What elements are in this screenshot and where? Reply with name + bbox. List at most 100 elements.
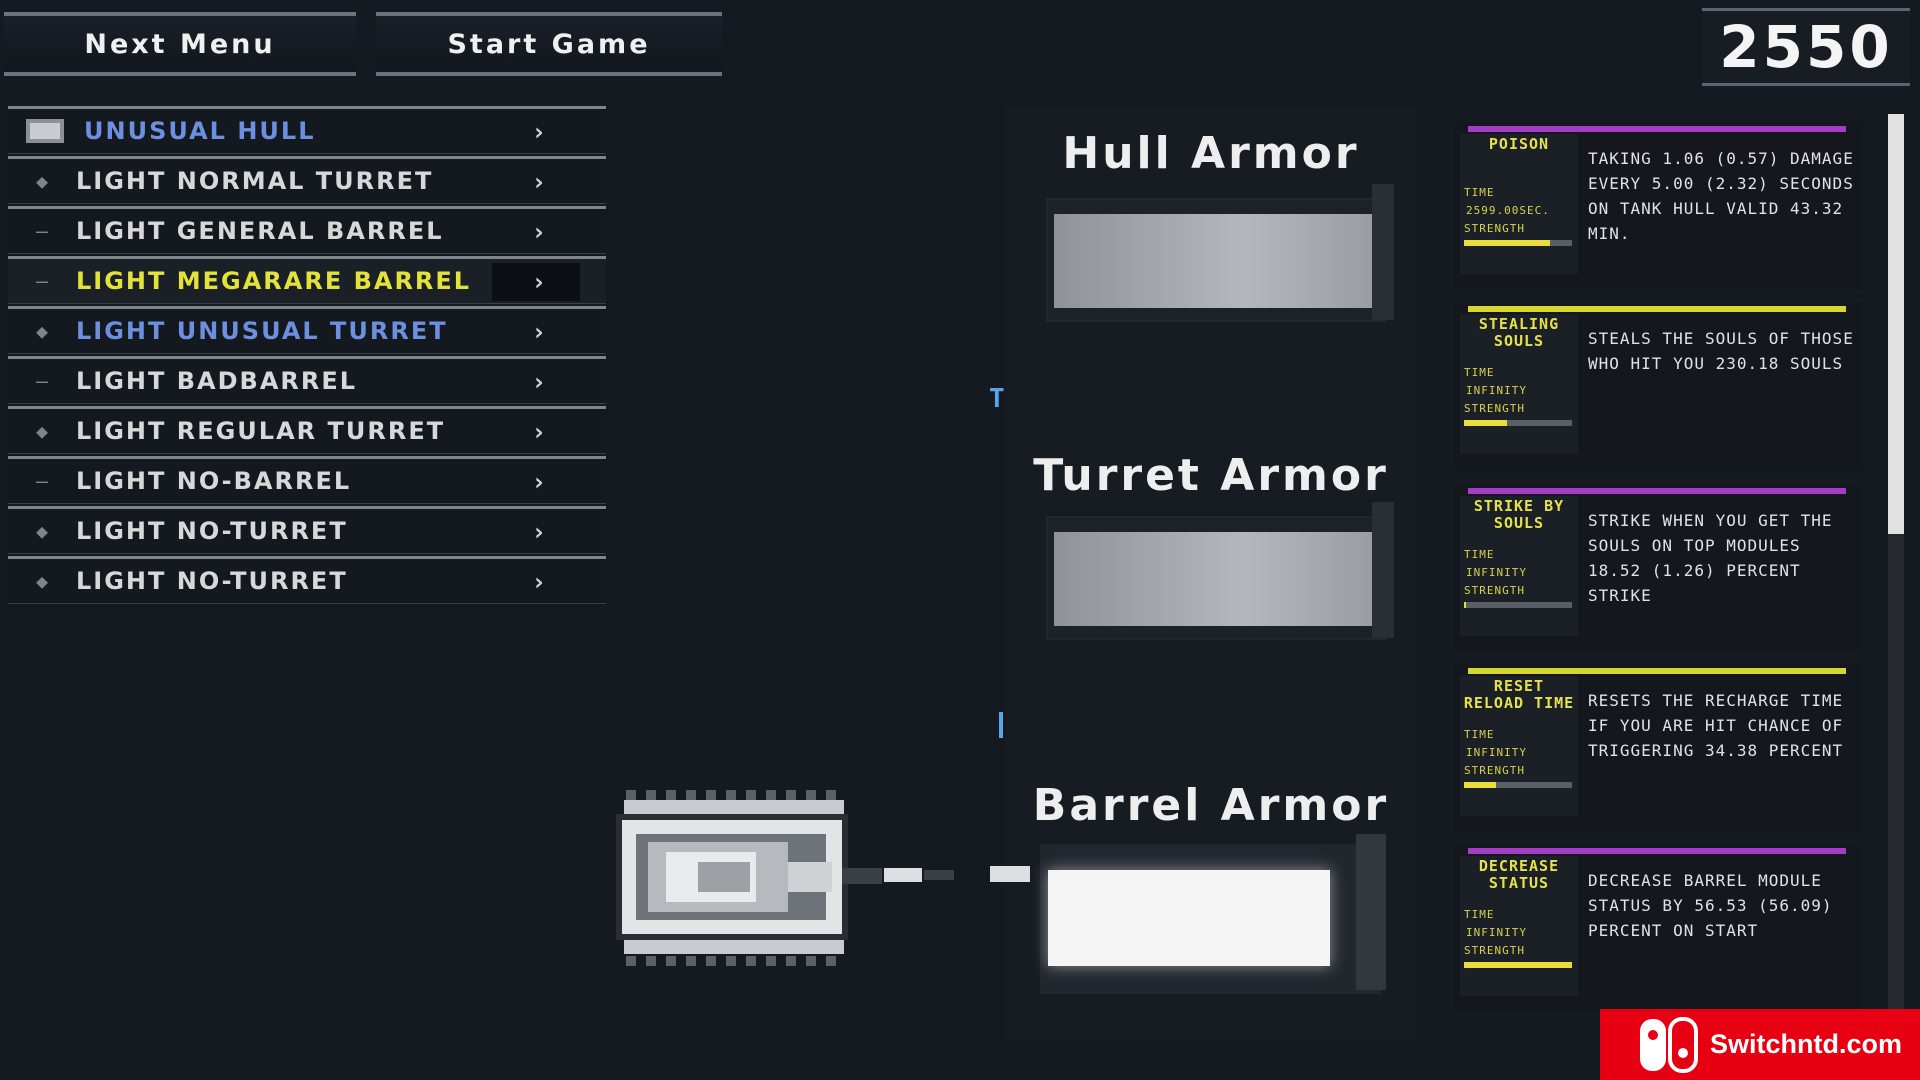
effect-time-value: Infinity <box>1466 384 1527 397</box>
module-item[interactable]: —Light Megarare Barrel› <box>8 256 606 304</box>
module-label: Light No-Turret <box>76 567 348 595</box>
effect-card[interactable]: Strike By SoulsTimeInfinityStrengthStrik… <box>1454 484 1862 652</box>
effect-time-value: Infinity <box>1466 746 1527 759</box>
chevron-right-icon[interactable]: › <box>531 118 546 146</box>
module-item[interactable]: Unusual Hull › <box>8 106 606 154</box>
barrel-armor-slot[interactable] <box>1042 834 1386 992</box>
effect-strength-label: Strength <box>1464 944 1525 957</box>
module-item[interactable]: ◆ Light Unusual Turret › <box>8 306 606 354</box>
chevron-right-icon[interactable]: › <box>531 368 546 396</box>
barrel-armor-title: Barrel Armor <box>1032 780 1390 831</box>
tank-preview <box>612 790 1042 970</box>
module-label: Light Normal Turret <box>76 167 434 195</box>
effect-description: Taking 1.06 (0.57) damage every 5.00 (2.… <box>1588 149 1854 243</box>
strength-meter-fill <box>1464 962 1572 968</box>
effects-scrollbar[interactable] <box>1888 114 1904 1014</box>
hull-armor-cap <box>1372 184 1394 320</box>
effects-panel: PoisonTime2599.00sec.StrengthTaking 1.06… <box>1454 108 1864 1012</box>
turret-icon: ◆ <box>35 419 49 443</box>
effect-description: Decrease barrel module status by 56.53 (… <box>1588 871 1833 940</box>
switch-logo-icon <box>1638 1016 1698 1073</box>
turret-icon: ◆ <box>35 319 49 343</box>
hull-icon <box>26 119 64 143</box>
effect-time-value: Infinity <box>1466 566 1527 579</box>
hull-armor-slot[interactable] <box>1048 184 1394 320</box>
effect-time-label: Time <box>1464 908 1495 921</box>
effect-card[interactable]: Decrease StatusTimeInfinityStrengthDecre… <box>1454 844 1862 1012</box>
module-label: Light Badbarrel <box>76 367 358 395</box>
strength-meter <box>1464 420 1572 426</box>
module-item[interactable]: —Light No-Barrel› <box>8 456 606 504</box>
chevron-right-icon[interactable]: › <box>531 218 546 246</box>
module-label: Light Regular Turret <box>76 417 446 445</box>
effect-strength-label: Strength <box>1464 222 1525 235</box>
tank-icon <box>616 790 1030 966</box>
module-label: Light No-Barrel <box>76 467 352 495</box>
module-label: Light Unusual Turret <box>76 317 448 345</box>
barrel-armor-bar <box>1048 870 1330 966</box>
effect-time-label: Time <box>1464 186 1495 199</box>
turret-armor-bar <box>1054 532 1372 626</box>
strength-meter <box>1464 962 1572 968</box>
module-item[interactable]: ◆ Light No-Turret › <box>8 506 606 554</box>
effect-stripe <box>1468 848 1846 854</box>
effect-side-panel <box>1460 856 1578 996</box>
chevron-right-icon[interactable]: › <box>531 168 546 196</box>
chevron-right-icon[interactable]: › <box>531 418 546 446</box>
effect-time-label: Time <box>1464 728 1495 741</box>
selection-highlight <box>492 263 580 301</box>
turret-armor-cap <box>1372 502 1394 638</box>
effect-name: Strike By Souls <box>1473 497 1565 532</box>
turret-icon: ◆ <box>35 519 49 543</box>
effect-name: Decrease Status <box>1478 857 1560 892</box>
effect-side-panel <box>1460 314 1578 454</box>
effect-stripe <box>1468 306 1846 312</box>
module-label: Light No-Turret <box>76 517 348 545</box>
effect-name: Stealing Souls <box>1478 315 1560 350</box>
start-game-button[interactable]: Start Game <box>376 12 722 76</box>
effect-strength-label: Strength <box>1464 584 1525 597</box>
effect-card[interactable]: Reset Reload TimeTimeInfinityStrengthRes… <box>1454 664 1862 832</box>
text-cursor-icon: T <box>989 384 1005 414</box>
armor-panel: Hull Armor Turret Armor Barrel Armor <box>1006 108 1416 1038</box>
effect-time-label: Time <box>1464 548 1495 561</box>
effect-side-panel <box>1460 676 1578 816</box>
module-list: Unusual Hull›◆Light Normal Turret›—Light… <box>8 106 606 606</box>
effect-description: Steals the souls of those who hit you 23… <box>1588 329 1854 373</box>
effect-stripe <box>1468 668 1846 674</box>
turret-icon: ◆ <box>35 569 49 593</box>
strength-meter-fill <box>1464 602 1467 608</box>
effect-strength-label: Strength <box>1464 402 1525 415</box>
module-label: Unusual Hull <box>84 117 316 145</box>
effect-card[interactable]: Stealing SoulsTimeInfinityStrengthSteals… <box>1454 302 1862 470</box>
module-item[interactable]: ◆ Light Regular Turret › <box>8 406 606 454</box>
strength-meter-fill <box>1464 240 1551 246</box>
effect-name: Poison <box>1488 135 1550 153</box>
barrel-icon: — <box>35 219 49 243</box>
module-item[interactable]: —Light General Barrel› <box>8 206 606 254</box>
chevron-right-icon[interactable]: › <box>531 518 546 546</box>
chevron-right-icon[interactable]: › <box>531 318 546 346</box>
chevron-right-icon[interactable]: › <box>531 268 546 296</box>
chevron-right-icon[interactable]: › <box>531 468 546 496</box>
effect-card[interactable]: PoisonTime2599.00sec.StrengthTaking 1.06… <box>1454 122 1862 290</box>
module-item[interactable]: —Light Badbarrel› <box>8 356 606 404</box>
effect-stripe <box>1468 488 1846 494</box>
score-display: 2550 <box>1702 8 1910 86</box>
watermark: Switchntd.com <box>1600 1009 1920 1080</box>
effect-stripe <box>1468 126 1846 132</box>
scrollbar-thumb[interactable] <box>1888 114 1904 534</box>
strength-meter <box>1464 240 1572 246</box>
module-item[interactable]: ◆Light Normal Turret› <box>8 156 606 204</box>
hull-armor-title: Hull Armor <box>1062 128 1360 179</box>
turret-armor-slot[interactable] <box>1048 502 1394 638</box>
caret-icon <box>999 712 1003 738</box>
effect-strength-label: Strength <box>1464 764 1525 777</box>
next-menu-button[interactable]: Next Menu <box>4 12 356 76</box>
strength-meter <box>1464 602 1572 608</box>
strength-meter-fill <box>1464 420 1508 426</box>
module-item[interactable]: ◆ Light No-Turret › <box>8 556 606 604</box>
effect-side-panel <box>1460 134 1578 274</box>
strength-meter <box>1464 782 1572 788</box>
chevron-right-icon[interactable]: › <box>531 568 546 596</box>
